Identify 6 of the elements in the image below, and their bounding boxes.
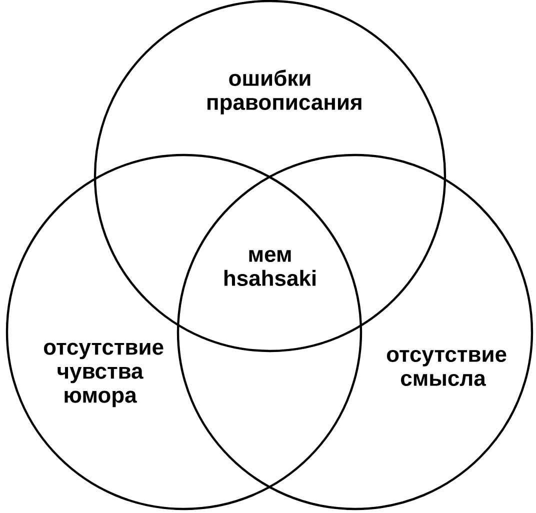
venn-circle (176, 154, 534, 510)
circle-label: отсутствие чувства юмора (44, 342, 164, 408)
circle-label: отсутствие смысла (386, 350, 506, 386)
circle-label: ошибки правописания (208, 70, 362, 114)
venn-circle (6, 154, 362, 510)
center-label: мем hsahsaki (224, 250, 316, 286)
